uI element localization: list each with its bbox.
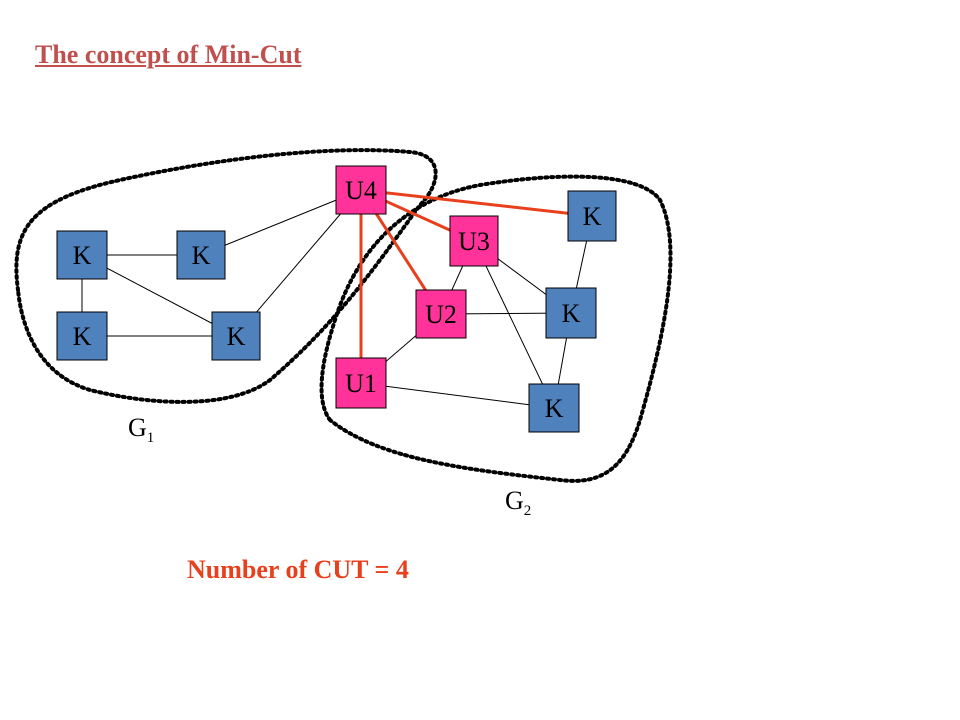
node-k3: K <box>56 311 108 361</box>
node-box-u1 <box>335 357 387 409</box>
node-box-k2 <box>176 230 226 280</box>
node-label-k1: K <box>73 241 92 270</box>
node-k7: K <box>528 383 580 433</box>
node-label-u4: U4 <box>345 176 377 205</box>
edge-u1-k7 <box>360 382 555 409</box>
node-k5: K <box>567 190 617 242</box>
node-label-u3: U3 <box>458 227 490 256</box>
node-box-k5 <box>567 190 617 242</box>
node-k4: K <box>211 311 261 361</box>
node-k2: K <box>176 230 226 280</box>
cut-count-text: Number of CUT = 4 <box>187 555 409 584</box>
cut-edge-u4-k5 <box>360 188 593 218</box>
group-label-g2: G2 <box>505 486 532 520</box>
node-u4: U4 <box>335 165 387 215</box>
edge-u3-k7 <box>473 240 555 409</box>
node-box-k6 <box>545 287 597 339</box>
edge-k1-k4 <box>81 254 237 337</box>
node-k1: K <box>56 230 108 280</box>
node-label-k7: K <box>545 394 564 423</box>
node-label-k2: K <box>192 241 211 270</box>
node-label-k4: K <box>227 322 246 351</box>
node-label-k3: K <box>73 322 92 351</box>
page-title: The concept of Min-Cut <box>35 40 302 69</box>
node-box-u2 <box>415 289 467 339</box>
node-box-k1 <box>56 230 108 280</box>
node-u1: U1 <box>335 357 387 409</box>
node-k6: K <box>545 287 597 339</box>
node-label-k5: K <box>583 202 602 231</box>
node-box-k7 <box>528 383 580 433</box>
node-u3: U3 <box>449 215 499 267</box>
group-label-g1: G1 <box>128 413 155 447</box>
node-box-k4 <box>211 311 261 361</box>
edge-k2-u4 <box>200 189 362 256</box>
group-g2-boundary <box>319 174 673 483</box>
node-label-u2: U2 <box>425 300 457 329</box>
node-u2: U2 <box>415 289 467 339</box>
node-box-u3 <box>449 215 499 267</box>
node-box-k3 <box>56 311 108 361</box>
node-box-u4 <box>335 165 387 215</box>
node-label-u1: U1 <box>345 369 377 398</box>
node-label-k6: K <box>562 299 581 328</box>
